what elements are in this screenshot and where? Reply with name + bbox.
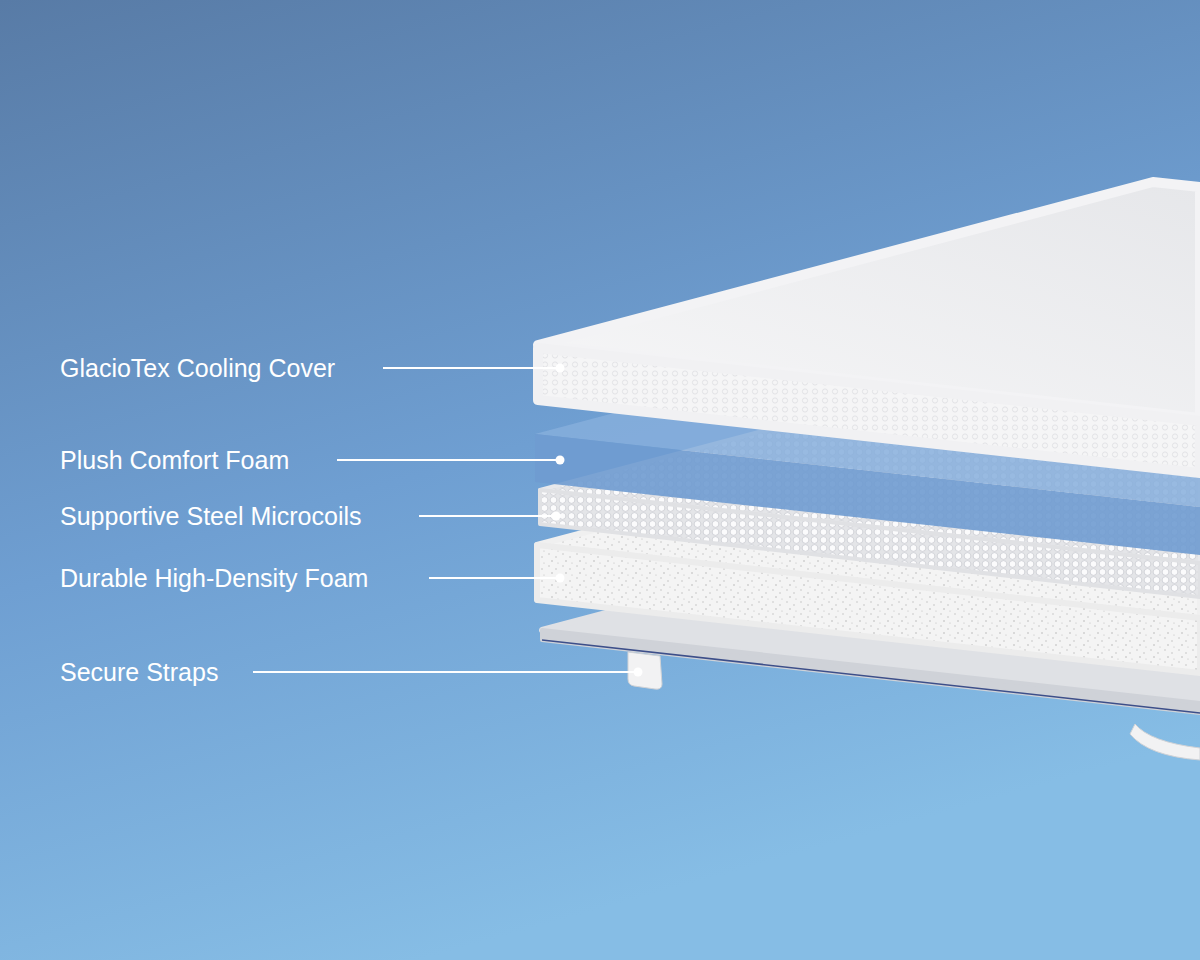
leader-line bbox=[383, 367, 560, 369]
leader-dot bbox=[556, 364, 565, 373]
cooling-cover-layer bbox=[538, 182, 1200, 473]
layer-label: Supportive Steel Microcoils bbox=[60, 501, 362, 531]
layer-label: Secure Straps bbox=[60, 657, 218, 687]
leader-dot bbox=[634, 668, 643, 677]
layer-label: Plush Comfort Foam bbox=[60, 445, 289, 475]
leader-line bbox=[429, 577, 560, 579]
leader-line bbox=[419, 515, 556, 517]
leader-dot bbox=[552, 512, 561, 521]
leader-dots bbox=[552, 364, 643, 677]
layer-label: GlacioTex Cooling Cover bbox=[60, 353, 335, 383]
leader-line bbox=[253, 671, 638, 673]
strap bbox=[628, 652, 1200, 760]
leader-dot bbox=[556, 574, 565, 583]
leader-line bbox=[337, 459, 560, 461]
layer-label: Durable High-Density Foam bbox=[60, 563, 368, 593]
leader-dot bbox=[556, 456, 565, 465]
